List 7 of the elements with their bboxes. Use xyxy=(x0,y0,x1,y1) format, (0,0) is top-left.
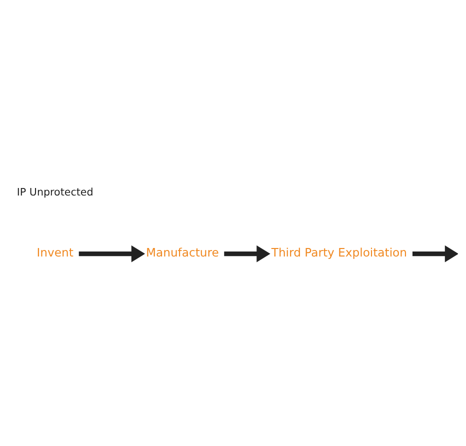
node-text: Third Party Exploitation xyxy=(271,245,407,260)
arrow xyxy=(78,244,146,262)
node-text: Invent xyxy=(36,245,74,260)
node-text: Manufacture xyxy=(146,245,219,260)
arrow xyxy=(412,244,458,262)
label: IP Unprotected xyxy=(16,186,94,198)
arrow xyxy=(224,244,270,262)
